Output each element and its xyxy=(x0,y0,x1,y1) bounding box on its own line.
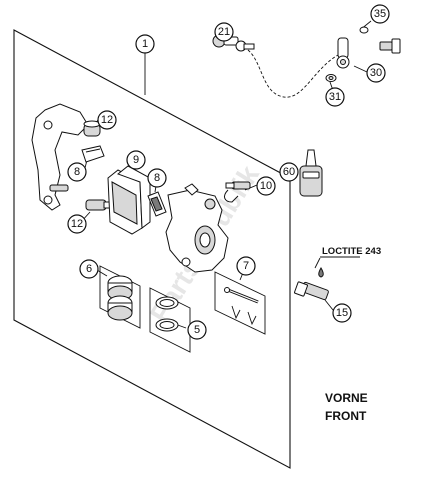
piston-seal-upper xyxy=(155,296,179,310)
callout-30: 30 xyxy=(366,63,386,83)
callout-12-upper-label: 12 xyxy=(101,114,113,126)
mounting-screw xyxy=(294,281,329,301)
front-label-line2: FRONT xyxy=(325,409,367,423)
retaining-clip-left xyxy=(231,305,241,320)
callout-9-label: 9 xyxy=(133,154,139,166)
callout-8-left: 8 xyxy=(67,162,87,182)
callout-10: 10 xyxy=(256,176,276,196)
callout-6: 6 xyxy=(79,259,99,279)
seal-kit-panel xyxy=(149,287,191,353)
callout-5: 5 xyxy=(187,320,207,340)
callout-12-lower: 12 xyxy=(67,214,87,234)
callout-21: 21 xyxy=(214,22,234,42)
pad-spring-plate xyxy=(147,191,167,217)
callout-6-label: 6 xyxy=(86,263,92,275)
callout-7-label: 7 xyxy=(243,260,249,272)
piston-lower xyxy=(107,295,133,321)
callout-35-label: 35 xyxy=(374,8,386,20)
callout-5-label: 5 xyxy=(194,324,200,336)
piston-set-panel xyxy=(99,265,141,329)
brake-fluid-bottle xyxy=(299,149,323,197)
callout-35: 35 xyxy=(370,4,390,24)
callout-15: 15 xyxy=(332,303,352,323)
washer-35 xyxy=(359,26,369,34)
spring-clip-left xyxy=(81,145,105,163)
pin-kit-panel xyxy=(214,271,266,335)
front-label-line1: VORNE xyxy=(325,391,368,405)
callout-1-label: 1 xyxy=(142,38,148,50)
callout-30-label: 30 xyxy=(370,67,382,79)
caliper-body xyxy=(165,183,229,273)
rubber-boot-upper xyxy=(83,120,101,137)
loctite-drop xyxy=(318,267,324,278)
loctite-label: LOCTITE 243 xyxy=(322,246,381,257)
piston-seal-lower xyxy=(155,318,179,332)
callout-31-label: 31 xyxy=(329,91,341,103)
banjo-bolt xyxy=(379,38,401,54)
callout-12-lower-label: 12 xyxy=(71,218,83,230)
callout-21-label: 21 xyxy=(218,26,230,38)
callout-60: 60 xyxy=(279,162,299,182)
callout-8-mid: 8 xyxy=(147,168,167,188)
bleeder-valve xyxy=(224,181,251,203)
brake-pads xyxy=(107,165,151,235)
callout-8-mid-label: 8 xyxy=(154,172,160,184)
callout-10-label: 10 xyxy=(260,180,272,192)
callout-9: 9 xyxy=(126,150,146,170)
callout-31: 31 xyxy=(325,87,345,107)
retaining-clip-right xyxy=(247,311,257,326)
callout-8-left-label: 8 xyxy=(74,166,80,178)
sealing-washer xyxy=(325,74,337,82)
banjo-fitting-right xyxy=(336,37,350,69)
callout-1: 1 xyxy=(135,34,155,54)
callout-12-upper: 12 xyxy=(97,110,117,130)
callout-7: 7 xyxy=(236,256,256,276)
callout-60-label: 60 xyxy=(283,166,295,178)
pad-retaining-pin xyxy=(224,287,259,304)
caliper-support-bracket xyxy=(31,103,89,211)
callout-15-label: 15 xyxy=(336,307,348,319)
caliper-assembly-panel xyxy=(13,29,291,469)
brake-line-assembly xyxy=(212,26,401,98)
